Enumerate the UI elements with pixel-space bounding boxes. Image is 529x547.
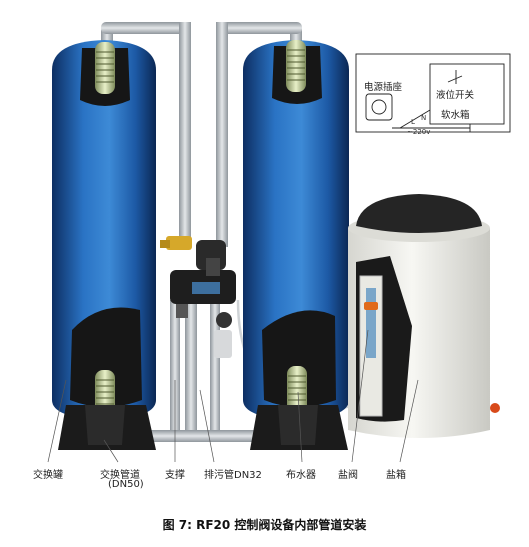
terminal-l-label: L [411,118,415,126]
level-switch-label: 液位开关 [436,90,475,101]
figure-caption: 图 7: RF20 控制阀设备内部管道安装 [162,518,367,532]
exchange-tank-left [52,40,156,450]
voltage-label: ~220v [407,128,431,136]
brine-tank-body [348,194,500,438]
distributor-label: 布水器 [286,470,316,481]
exchange-tank-right [243,40,349,450]
brine-valve-label: 盐阀 [338,470,358,481]
brine-tank-label: 盐箱 [386,470,406,481]
power-socket-label: 电源插座 [364,82,403,93]
exchange-pipe-label: 交换管道 [100,470,140,481]
terminal-n-label: N [421,114,427,122]
exchange-tank-label: 交换罐 [33,470,63,481]
soft-water-tank-label: 软水箱 [441,110,470,121]
leader-lines [47,329,419,463]
support-label: 支撑 [165,470,185,481]
control-valve [160,236,236,358]
exchange-pipe-size-label: (DN50) [108,479,144,490]
drain-pipe-label: 排污管DN32 [204,470,262,481]
wiring-diagram [355,53,511,133]
